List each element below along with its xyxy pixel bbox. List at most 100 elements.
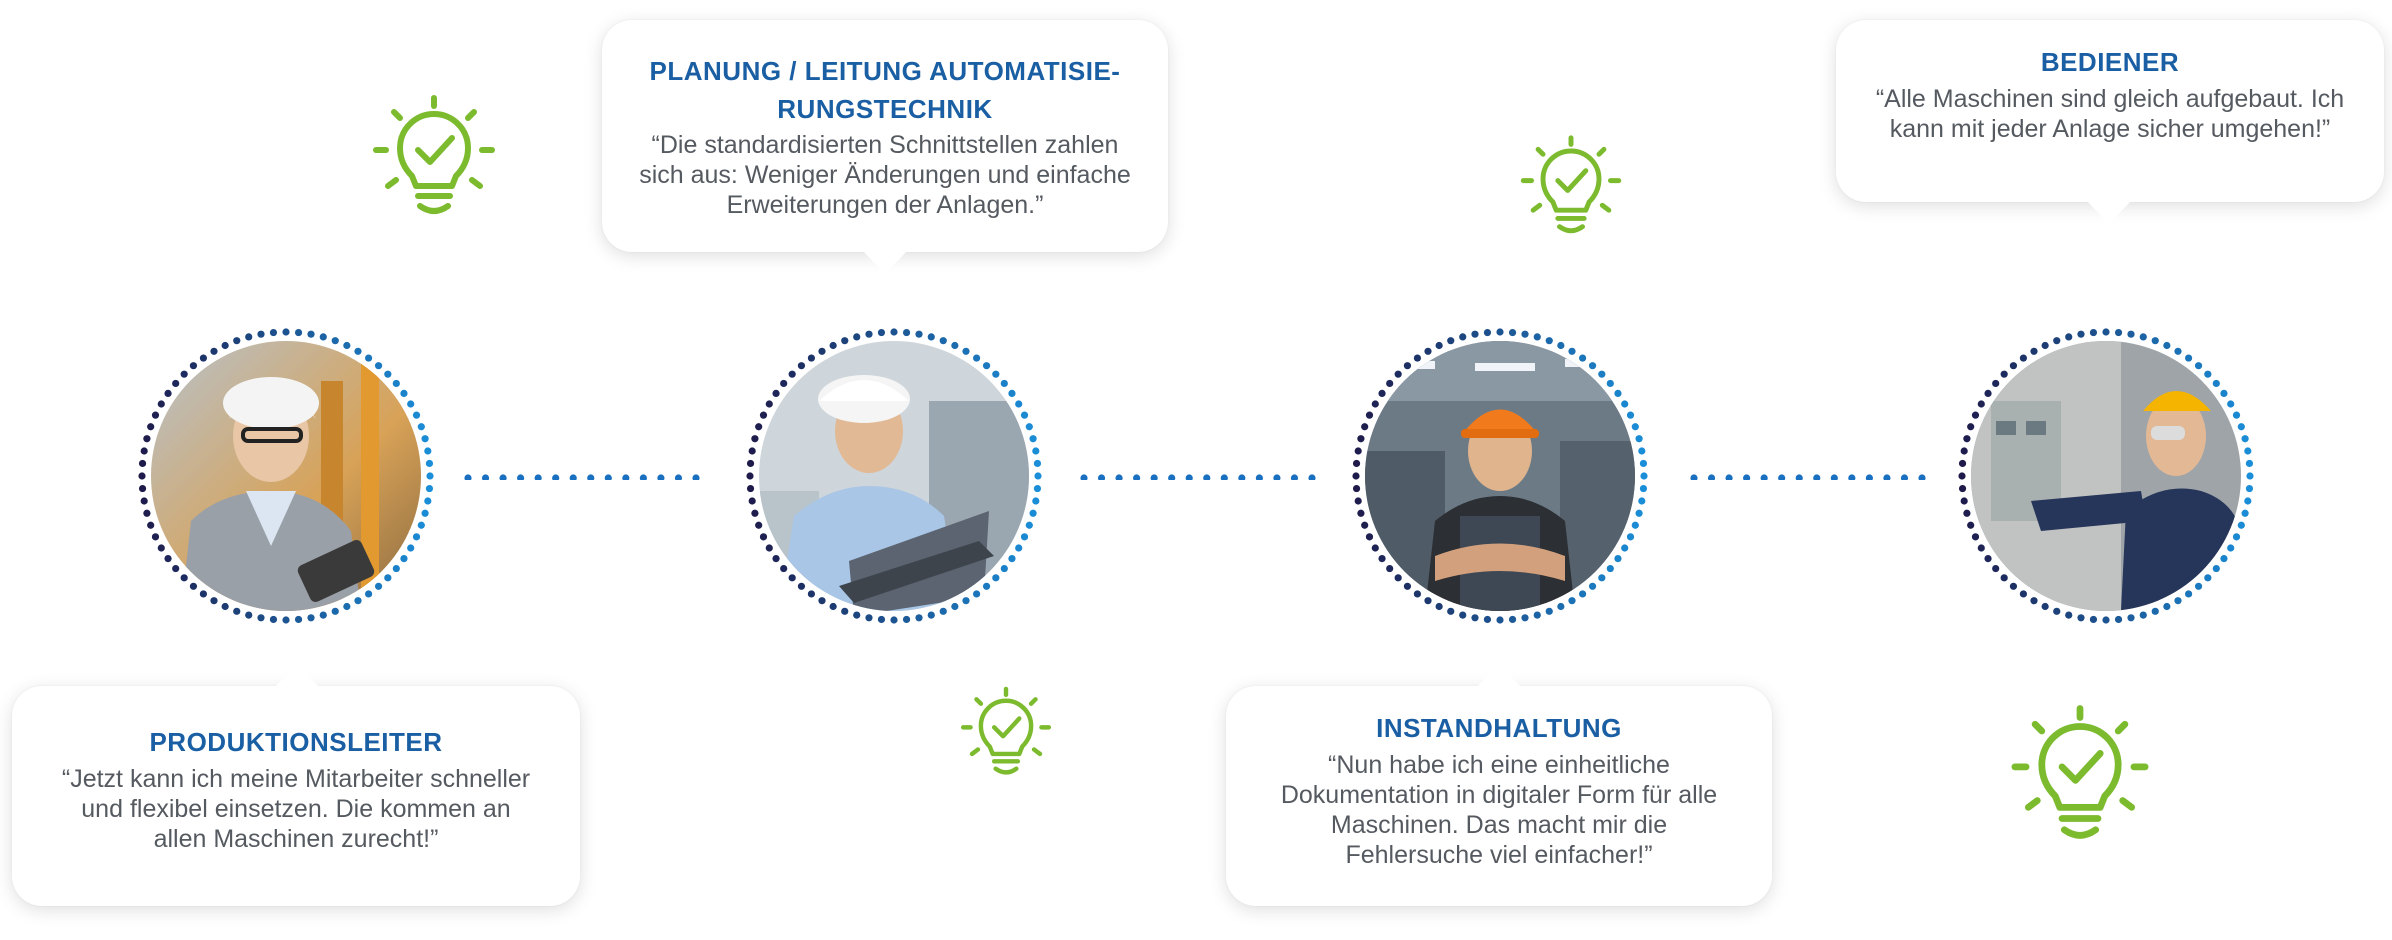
lightbulb-check-icon <box>2011 705 2149 839</box>
connector-dot <box>1813 474 1821 480</box>
ring-dot <box>1508 328 1517 337</box>
ring-dot <box>1638 447 1646 455</box>
connector-dot <box>552 474 560 480</box>
ring-dot <box>1958 484 1967 493</box>
ring-dot <box>2114 328 2123 337</box>
ring-dot <box>257 330 265 338</box>
connector-dot <box>1273 474 1281 480</box>
ring-dot <box>1963 509 1971 517</box>
connector-dot <box>1760 474 1768 480</box>
connector-dot <box>1220 474 1228 480</box>
ring-dot <box>751 509 759 517</box>
ring-dot <box>140 447 148 455</box>
card-pointer <box>2086 200 2132 224</box>
connector-dot <box>1168 474 1176 480</box>
avatar-produktionsleiter <box>136 326 436 626</box>
ring-dot <box>2245 484 2254 493</box>
connector-dot <box>1097 474 1106 480</box>
ring-dot <box>2065 611 2073 619</box>
ring-dot <box>902 328 911 337</box>
ring-dot <box>294 328 303 337</box>
ring-dot <box>1963 435 1971 443</box>
connector-dot <box>604 474 612 480</box>
ring-dot <box>915 330 923 338</box>
ring-dot <box>2089 328 2098 337</box>
ring-dot <box>2102 328 2110 336</box>
ring-dot <box>1029 509 1037 517</box>
connector-dot <box>1290 474 1299 480</box>
card-quote: “Nun habe ich eine einheitliche Dokument… <box>1280 751 1718 869</box>
ring-dot <box>1638 497 1646 505</box>
ring-dot <box>1033 484 1042 493</box>
ring-dot <box>2241 509 2249 517</box>
dotted-connector <box>1080 474 1316 480</box>
ring-dot <box>2114 615 2123 624</box>
ring-dot <box>1357 509 1365 517</box>
lightbulb-check-icon <box>960 686 1052 775</box>
ring-dot <box>140 497 148 505</box>
ring-dot <box>1459 333 1467 341</box>
ring-dot <box>2241 435 2249 443</box>
ring-dot <box>1521 330 1529 338</box>
connector-dot <box>1150 474 1158 480</box>
ring-dot <box>294 615 303 624</box>
ring-dot <box>143 509 151 517</box>
ring-dot <box>2065 333 2073 341</box>
connector-dot <box>1830 474 1838 480</box>
ring-dot <box>282 328 290 336</box>
ring-dot <box>1508 615 1517 624</box>
connector-dot <box>657 474 665 480</box>
ring-dot <box>138 459 147 468</box>
photo-engineer-laptop <box>759 341 1029 611</box>
connector-dot <box>1778 474 1786 480</box>
ring-dot <box>2127 330 2135 338</box>
connector-dot <box>1115 474 1123 480</box>
photo-operator <box>1971 341 2241 611</box>
card-pointer <box>1476 664 1522 688</box>
ring-dot <box>927 333 935 341</box>
ring-dot <box>421 509 429 517</box>
ring-dot <box>1635 435 1643 443</box>
ring-dot <box>2139 611 2147 619</box>
connector-dot <box>1743 474 1751 480</box>
ring-dot <box>902 615 911 624</box>
ring-dot <box>853 333 861 341</box>
card-planung: PLANUNG / LEITUNG AUTOMATISIE-RUNGSTECHN… <box>602 20 1168 274</box>
card-produktionsleiter: PRODUKTIONSLEITER “Jetzt kann ich meine … <box>12 664 580 906</box>
connector-dot <box>499 474 507 480</box>
ring-dot <box>425 459 434 468</box>
ring-dot <box>1533 333 1541 341</box>
photo-manager <box>151 341 421 611</box>
ring-dot <box>269 615 278 624</box>
ring-dot <box>1958 472 1966 480</box>
card-title: BEDIENER <box>2040 47 2180 77</box>
card-pointer <box>274 664 320 688</box>
connector-dot <box>517 474 525 480</box>
ring-dot <box>245 333 253 341</box>
ring-dot <box>1032 447 1040 455</box>
ring-dot <box>746 472 754 480</box>
connector-dot <box>1690 474 1698 480</box>
ring-dot <box>1471 614 1479 622</box>
photo-technician <box>1365 341 1635 611</box>
ring-dot <box>2139 333 2147 341</box>
ring-dot <box>1032 497 1040 505</box>
connector-dot <box>1308 474 1316 480</box>
ring-dot <box>1471 330 1479 338</box>
title-text: PLANUNG / LEITUNG AUTOMATISIE-RUNGSTECHN… <box>649 56 1121 124</box>
ring-dot <box>2089 615 2098 624</box>
ring-dot <box>853 611 861 619</box>
ring-dot <box>890 616 898 624</box>
ring-dot <box>138 472 146 480</box>
ring-dot <box>1352 484 1361 493</box>
ring-dot <box>2102 616 2110 624</box>
connector-dot <box>1185 474 1193 480</box>
ring-dot <box>1483 615 1492 624</box>
ring-dot <box>748 447 756 455</box>
ring-dot <box>1357 435 1365 443</box>
card-title: PLANUNG / LEITUNG AUTOMATISIE-RUNGSTECHN… <box>624 52 1146 128</box>
card-title: PRODUKTIONSLEITER <box>149 727 443 757</box>
card-instandhaltung: INSTANDHALTUNG “Nun habe ich eine einhei… <box>1226 664 1772 906</box>
connector-dot <box>1883 474 1891 480</box>
ring-dot <box>425 484 434 493</box>
